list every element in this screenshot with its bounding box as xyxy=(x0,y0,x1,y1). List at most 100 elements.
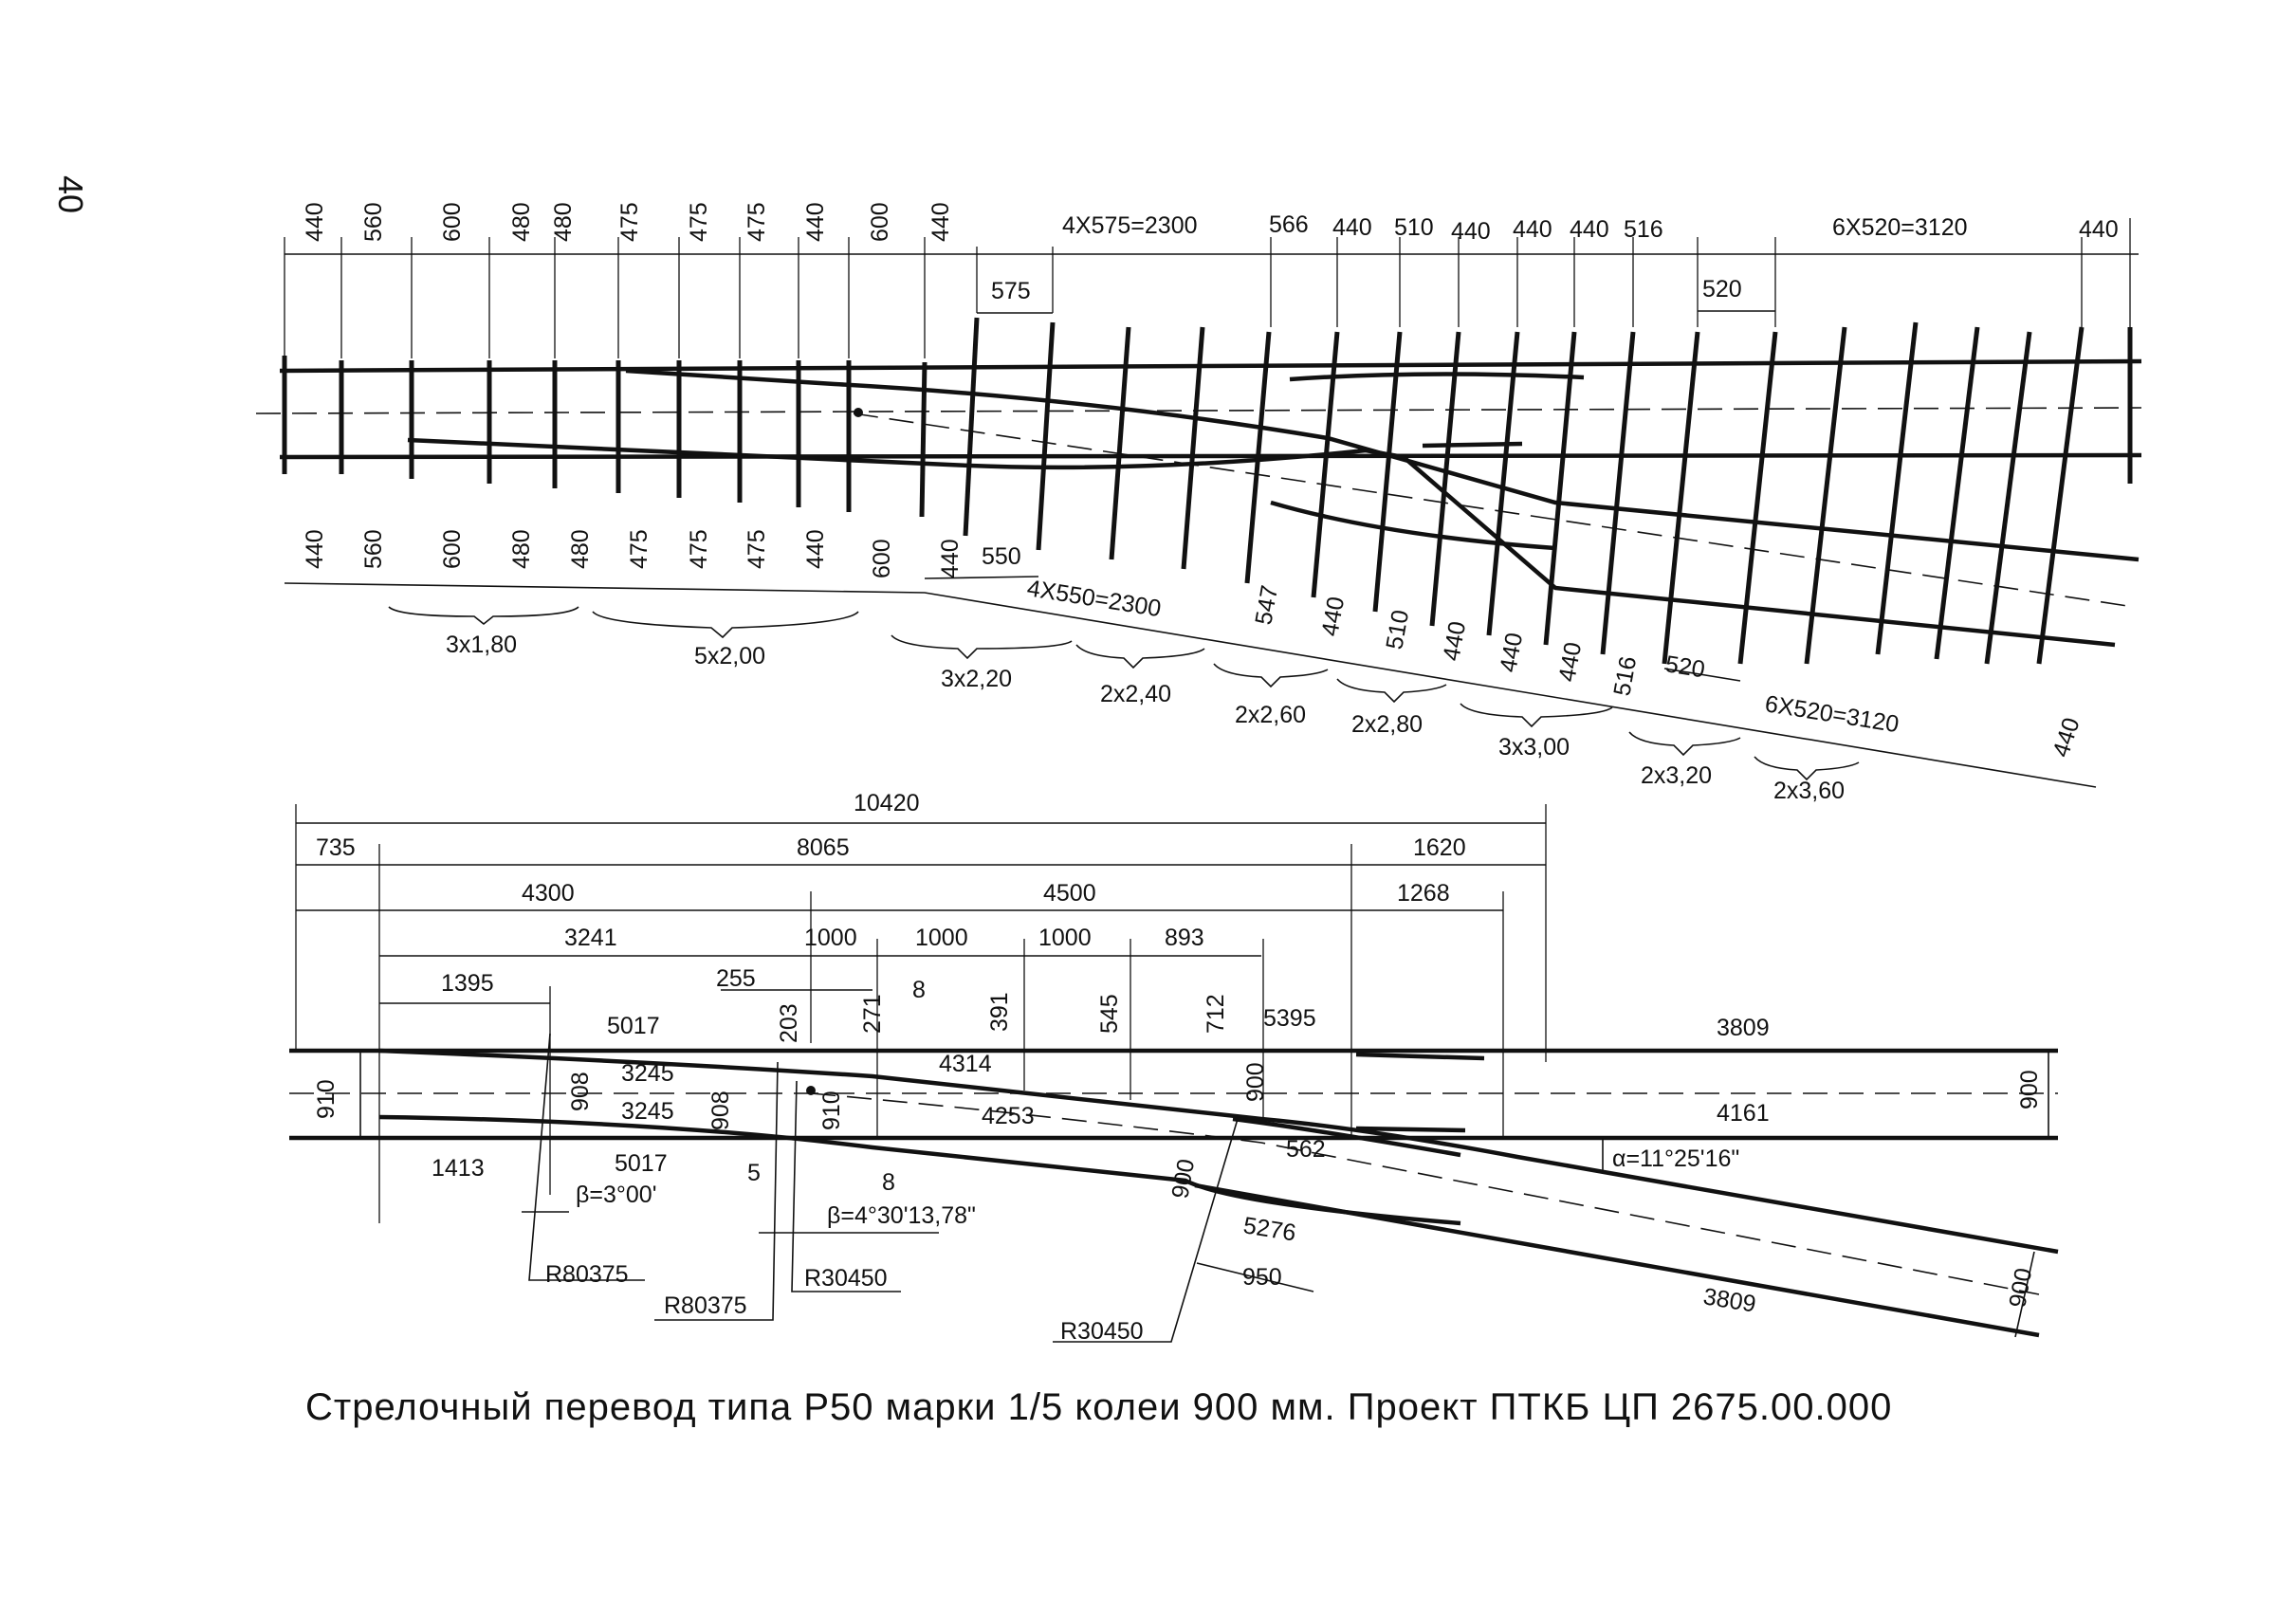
tie-group-label: 2x3,20 xyxy=(1641,762,1712,789)
bottom-spacing-label: 600 xyxy=(869,539,895,578)
frog-wing-rail xyxy=(1289,372,1585,382)
tie-group-label: 3x1,80 xyxy=(446,632,517,658)
sleeper xyxy=(1486,331,1520,636)
radius-label-3: R30450 xyxy=(804,1265,888,1292)
top-spacing-label: 440 xyxy=(1332,214,1372,241)
vdim-391: 391 xyxy=(986,992,1013,1032)
dim-1620: 1620 xyxy=(1413,834,1466,861)
top-spacing-label: 440 xyxy=(928,202,954,242)
dim-1000-c: 1000 xyxy=(1038,925,1092,951)
straight-rail-upper xyxy=(279,358,2142,374)
beta-angle-2: β=4°30'13,78" xyxy=(827,1202,976,1229)
vdim-203: 203 xyxy=(776,1003,802,1043)
sleeper xyxy=(1662,331,1700,665)
bottom-spacing-label: 510 xyxy=(1381,608,1414,651)
vdim-910-b: 910 xyxy=(818,1091,845,1130)
num-8-b: 8 xyxy=(882,1169,895,1196)
radius-label-4: R30450 xyxy=(1060,1318,1144,1345)
check-rail-lower xyxy=(1355,1126,1466,1133)
top-group-1-label: 4X575=2300 xyxy=(1062,212,1198,239)
tie-groups: 3x1,80 5x2,00 3x2,20 2x2,40 2x2,60 2x2,8… xyxy=(388,606,1860,804)
dim-5276: 5276 xyxy=(1241,1212,1297,1246)
top-spacing-label: 440 xyxy=(802,202,829,242)
bottom-spacing-label: 480 xyxy=(567,529,594,569)
sleeper xyxy=(1181,326,1205,570)
switch-center xyxy=(806,1086,816,1095)
switch-rail-outer xyxy=(378,1048,2059,1255)
frog-angle-label: α=11°25'16" xyxy=(1612,1146,1739,1172)
sleeper xyxy=(1372,331,1403,613)
bottom-spacing-label: 600 xyxy=(439,529,466,569)
sleeper xyxy=(963,317,980,537)
vdim-545: 545 xyxy=(1096,994,1123,1034)
diverging-axis xyxy=(810,1092,2040,1295)
top-spacing-label: 440 xyxy=(302,202,328,242)
bottom-spacing-label: 440 xyxy=(1316,595,1350,638)
sleeper xyxy=(1804,326,1847,665)
bottom-dimension-line xyxy=(284,582,2097,788)
sleeper xyxy=(1875,321,1919,655)
top-group-2-label: 6X520=3120 xyxy=(1832,214,1968,241)
dim-8065: 8065 xyxy=(797,834,850,861)
beta-angle-1: β=3°00' xyxy=(576,1182,656,1208)
top-spacing-label: 516 xyxy=(1624,216,1663,243)
dim-255: 255 xyxy=(716,965,756,992)
drawing-caption: Стрелочный перевод типа Р50 марки 1/5 ко… xyxy=(305,1386,1893,1428)
top-sub-1-label: 575 xyxy=(991,278,1031,304)
vdim-712: 712 xyxy=(1203,994,1229,1034)
sleeper-layout: 440 560 600 480 480 475 475 475 440 600 … xyxy=(255,202,2142,804)
bottom-spacing-label: 440 xyxy=(937,539,964,578)
center-point xyxy=(854,408,863,417)
dim-735: 735 xyxy=(316,834,356,861)
wing-rail xyxy=(1232,1116,1461,1158)
turnout-geometry: 10420 735 8065 1620 4300 4500 1268 3241 … xyxy=(289,790,2059,1345)
bottom-spacing-label: 440 xyxy=(1553,640,1587,684)
top-spacing-label: 600 xyxy=(439,202,466,242)
top-spacing-label: 600 xyxy=(867,202,893,242)
bottom-spacing-label: 440 xyxy=(2048,715,2085,761)
bottom-spacing-label: 475 xyxy=(686,529,712,569)
tie-group-label: 2x2,60 xyxy=(1235,702,1306,728)
tie-group-label: 5x2,00 xyxy=(694,643,765,669)
bottom-spacing-label: 560 xyxy=(360,529,387,569)
top-spacing-label: 475 xyxy=(616,202,643,242)
diverging-rail-inner xyxy=(407,437,2116,648)
bottom-spacing-label: 440 xyxy=(302,529,328,569)
dim-3245-b: 3245 xyxy=(621,1098,674,1125)
dim-1000-a: 1000 xyxy=(804,925,857,951)
dim-1395: 1395 xyxy=(441,970,494,997)
top-sub-2-label: 520 xyxy=(1702,276,1742,302)
top-spacing-label: 475 xyxy=(686,202,712,242)
tie-group-label: 2x3,60 xyxy=(1773,778,1845,804)
bottom-spacing-label: 440 xyxy=(1438,619,1471,663)
vdim-908-a: 908 xyxy=(567,1072,594,1111)
top-spacing-label: 440 xyxy=(1451,218,1491,245)
sleeper xyxy=(1311,331,1340,598)
top-spacing-labels: 440 560 600 480 480 475 475 475 440 600 … xyxy=(302,202,954,242)
vdim-900-right: 900 xyxy=(2016,1070,2043,1109)
sleeper xyxy=(1036,321,1056,551)
dim-950: 950 xyxy=(1242,1264,1282,1291)
dim-5017-a: 5017 xyxy=(607,1013,660,1039)
top-spacing-label: 566 xyxy=(1269,211,1309,238)
bottom-spacing-label: 475 xyxy=(626,529,652,569)
dim-3241: 3241 xyxy=(564,925,617,951)
num-8-a: 8 xyxy=(912,977,926,1003)
sleeper xyxy=(1600,331,1636,655)
top-spacing-label: 440 xyxy=(2079,216,2119,243)
dim-4253: 4253 xyxy=(982,1103,1035,1129)
vdim-910-a: 910 xyxy=(313,1079,340,1119)
tie-group-label: 2x2,40 xyxy=(1100,681,1171,707)
bottom-spacing-label: 480 xyxy=(508,529,535,569)
overall-length-label: 10420 xyxy=(854,790,920,816)
tie-group-label: 2x2,80 xyxy=(1351,711,1423,738)
diverging-rail-outer xyxy=(625,368,2140,562)
check-rail xyxy=(1270,500,1556,551)
bottom-spacing-label: 547 xyxy=(1250,583,1283,627)
bottom-spacing-label: 516 xyxy=(1608,654,1642,698)
radius-label-1: R80375 xyxy=(545,1261,629,1288)
num-5: 5 xyxy=(747,1160,761,1186)
diverging-rail-far xyxy=(1194,1182,2040,1338)
bottom-spacing-label: 440 xyxy=(1495,631,1528,674)
